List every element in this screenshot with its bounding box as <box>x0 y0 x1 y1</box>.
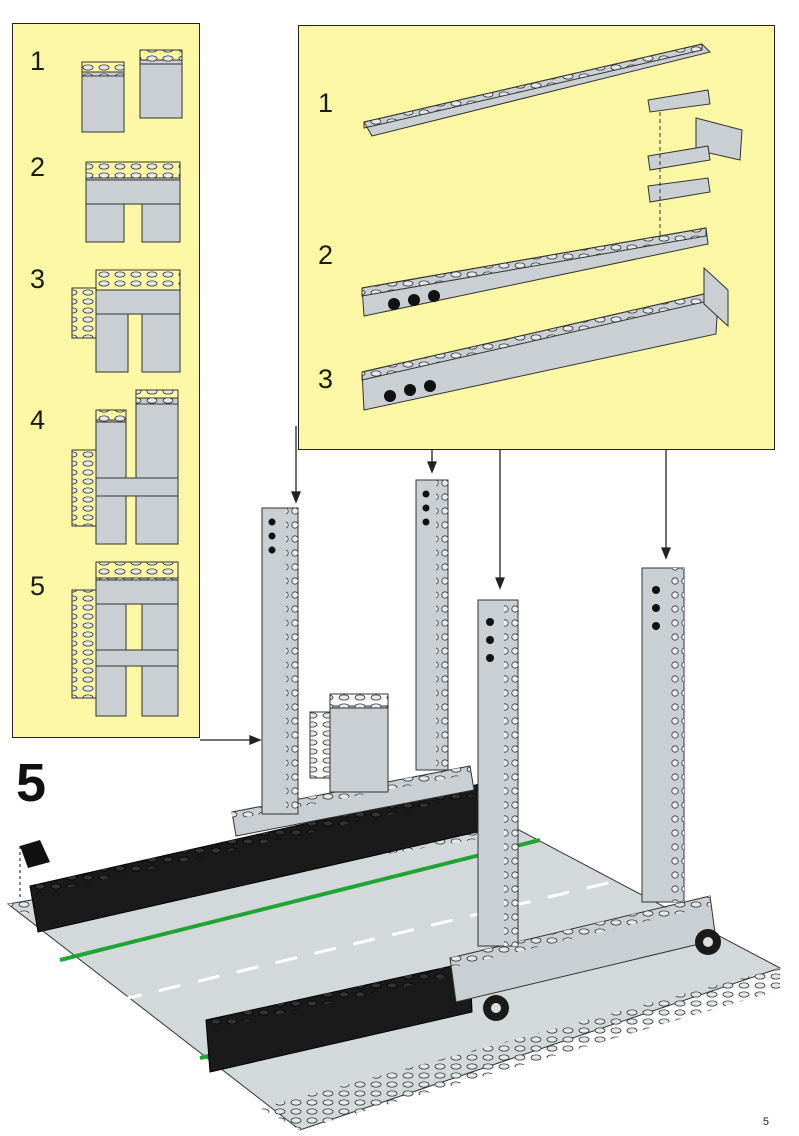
frame-assembly-on-base <box>309 693 389 793</box>
right-step-number: 2 <box>318 240 334 270</box>
right-step-number: 1 <box>318 88 334 118</box>
main-step-number: 5 <box>16 753 47 813</box>
left-substep-1-bricks <box>81 49 183 133</box>
left-substep-3-arch <box>71 269 181 373</box>
right-substep-1-plates <box>363 43 743 236</box>
left-step-number: 1 <box>30 46 46 76</box>
back-left-column <box>261 507 299 815</box>
left-step-number: 2 <box>30 152 46 182</box>
right-substep-3-beam <box>361 266 729 411</box>
left-substep-5-frame <box>71 561 179 717</box>
right-step-number: 3 <box>318 364 334 394</box>
flag-marker-icon <box>19 840 50 900</box>
front-left-column <box>477 599 519 947</box>
left-step-number: 4 <box>30 405 46 435</box>
black-wall-front <box>205 961 473 1073</box>
assembly-arrows <box>200 426 671 745</box>
left-substep-4-frame <box>71 389 179 545</box>
back-right-column <box>415 479 449 771</box>
page-number: 5 <box>762 1116 769 1128</box>
front-right-column <box>641 567 685 903</box>
left-step-number: 5 <box>30 571 46 601</box>
right-substep-2-beam <box>361 227 709 317</box>
left-substep-2-arch <box>85 161 181 243</box>
left-step-number: 3 <box>30 264 46 294</box>
front-carriage <box>449 895 721 1021</box>
